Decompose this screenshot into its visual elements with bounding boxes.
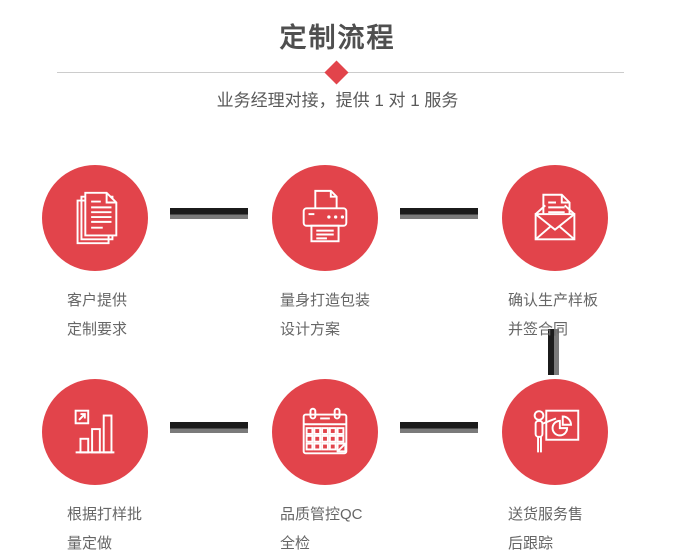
step-2: 量身打造包装 设计方案 [272, 165, 432, 338]
step-6-label: 送货服务售 后跟踪 [508, 500, 583, 550]
step-1: 客户提供 定制要求 [42, 165, 202, 338]
step-5: 品质管控QC 全检 [272, 379, 432, 550]
step-6: 送货服务售 后跟踪 [502, 379, 662, 550]
step-1-label-line2: 定制要求 [67, 321, 128, 338]
step-6-circle [502, 379, 608, 485]
step-1-circle [42, 165, 148, 271]
step-4: 根据打样批 量定做 [42, 379, 202, 550]
step-6-label-line1: 送货服务售 [508, 506, 584, 523]
step-4-label: 根据打样批 量定做 [67, 500, 142, 550]
diamond-icon [324, 60, 349, 85]
step-2-label-line2: 设计方案 [280, 321, 341, 338]
step-3-circle [502, 165, 608, 271]
connector-step2-step3 [400, 208, 478, 219]
presentation-icon [533, 409, 580, 453]
step-4-circle [42, 379, 148, 485]
step-6-label-line2: 后跟踪 [508, 535, 554, 550]
step-2-circle [272, 165, 378, 271]
step-4-label-line2: 量定做 [67, 535, 113, 550]
step-3: 确认生产样板 并签合同 [502, 165, 662, 338]
step-2-label: 量身打造包装 设计方案 [280, 286, 370, 344]
page-title: 定制流程 [279, 23, 396, 53]
step-5-label-line2: 全检 [280, 535, 311, 550]
step-3-label: 确认生产样板 并签合同 [508, 286, 598, 344]
connector-step3-step6 [548, 329, 559, 375]
documents-icon [76, 191, 118, 245]
step-2-label-line1: 量身打造包装 [280, 292, 371, 309]
step-1-label: 客户提供 定制要求 [67, 286, 127, 344]
step-4-label-line1: 根据打样批 [67, 506, 143, 523]
step-5-label: 品质管控QC 全检 [280, 500, 363, 550]
envelope-icon [534, 193, 576, 241]
step-5-circle [272, 379, 378, 485]
subtitle: 业务经理对接，提供 1 对 1 服务 [216, 91, 459, 110]
connector-step5-step6 [400, 422, 478, 433]
printer-icon [302, 189, 348, 243]
step-1-label-line1: 客户提供 [67, 292, 128, 309]
connector-step1-step2 [170, 208, 248, 219]
step-3-label-line2: 并签合同 [508, 321, 569, 338]
bar-chart-icon [74, 409, 115, 454]
connector-step4-step5 [170, 422, 248, 433]
calendar-icon [302, 407, 348, 455]
step-5-label-line1: 品质管控QC [280, 506, 363, 523]
step-3-label-line1: 确认生产样板 [508, 292, 599, 309]
